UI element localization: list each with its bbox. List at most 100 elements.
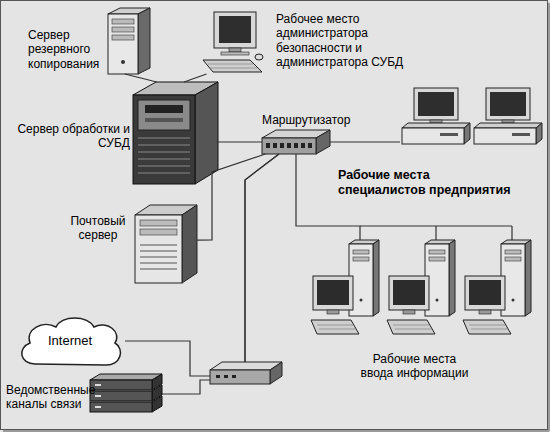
label-box: Почтовый сервер bbox=[66, 214, 130, 243]
network-link bbox=[330, 141, 400, 142]
server-grille bbox=[140, 263, 177, 264]
lan-bus bbox=[360, 226, 512, 240]
drive-bay bbox=[140, 220, 177, 226]
drive-bay bbox=[112, 35, 134, 40]
rack-side bbox=[152, 396, 162, 412]
internet-cloud: Internet bbox=[15, 312, 125, 370]
router-port bbox=[294, 143, 298, 148]
network-link bbox=[125, 74, 157, 82]
rack-light bbox=[95, 406, 101, 408]
node-label: Рабочие места специалистов предприятия bbox=[338, 168, 518, 198]
server-grille bbox=[138, 166, 190, 167]
backup-server-icon bbox=[108, 8, 150, 74]
dbms-server: Сервер обработки и СУБД bbox=[133, 82, 218, 184]
label-box: Internet bbox=[15, 312, 125, 370]
server-grille bbox=[138, 152, 190, 153]
network-link bbox=[162, 154, 279, 394]
label-box: Рабочее место администратора безопасност… bbox=[276, 12, 421, 70]
label-box: Рабочие места специалистов предприятия bbox=[338, 168, 518, 198]
mail-server: Почтовый сервер bbox=[135, 205, 197, 283]
monitor-base bbox=[221, 52, 249, 55]
drive-slot bbox=[145, 118, 183, 122]
node-label: Почтовый сервер bbox=[66, 214, 130, 243]
power-button bbox=[121, 60, 125, 64]
mouse bbox=[255, 54, 263, 60]
server-panel bbox=[138, 100, 190, 130]
drive-bay bbox=[112, 19, 134, 24]
monitor-screen bbox=[219, 16, 251, 43]
channel-rack-icon bbox=[90, 374, 162, 412]
rack-top bbox=[90, 374, 162, 380]
network-link bbox=[218, 141, 262, 142]
server-side bbox=[182, 205, 197, 283]
server-grille bbox=[140, 269, 177, 270]
bus-drop bbox=[435, 226, 436, 240]
label-box: Сервер обработки и СУБД bbox=[12, 122, 130, 151]
specialist-workstations: Рабочие места специалистов предприятия bbox=[400, 88, 542, 148]
router-front bbox=[262, 138, 316, 154]
cloud-shape bbox=[22, 318, 121, 365]
node-label: Рабочие места ввода информации bbox=[357, 352, 472, 381]
server-grille bbox=[138, 138, 190, 139]
label-box: Маршрутизатор bbox=[262, 113, 372, 127]
modem-side bbox=[270, 362, 282, 384]
server-front bbox=[135, 215, 182, 283]
input-workstation-icon bbox=[463, 240, 531, 334]
node-label: Сервер резервного копирования bbox=[28, 28, 106, 71]
frame-shadow bbox=[548, 3, 550, 431]
server-grille bbox=[140, 257, 177, 258]
router: Маршрутизатор bbox=[262, 130, 330, 154]
rack-light bbox=[95, 395, 101, 397]
server-front bbox=[133, 95, 195, 184]
node-label: Рабочее место администратора безопасност… bbox=[276, 12, 421, 70]
server-grille bbox=[138, 145, 190, 146]
departmental-channels: Ведомственные каналы связи bbox=[90, 374, 162, 414]
server-grille bbox=[138, 159, 190, 160]
server-grille bbox=[138, 173, 190, 174]
router-port bbox=[280, 143, 284, 148]
router-icon bbox=[262, 130, 330, 154]
specialist-workstation-icon bbox=[402, 88, 470, 144]
keyboard-keys bbox=[208, 64, 253, 65]
modem-icon bbox=[210, 362, 282, 384]
server-display bbox=[145, 105, 183, 113]
server-grille bbox=[140, 245, 177, 246]
server-side bbox=[195, 82, 218, 184]
frame-shadow bbox=[3, 430, 549, 432]
modem-light bbox=[224, 375, 228, 378]
node-label: Internet bbox=[48, 333, 92, 349]
server-side bbox=[138, 8, 150, 74]
modem-light bbox=[216, 375, 220, 378]
input-workstation-icon bbox=[311, 240, 379, 334]
monitor bbox=[214, 12, 256, 48]
node-label: Ведомственные каналы связи bbox=[6, 383, 90, 412]
drive-bay bbox=[112, 27, 134, 32]
backup-server: Сервер резервного копирования bbox=[108, 8, 150, 74]
server-grille bbox=[140, 251, 177, 252]
rack-unit bbox=[90, 380, 152, 390]
dbms-server-icon bbox=[133, 82, 218, 184]
label-box: Сервер резервного копирования bbox=[28, 28, 106, 71]
node-label: Сервер обработки и СУБД bbox=[12, 122, 130, 151]
network-link bbox=[184, 74, 207, 82]
keyboard bbox=[203, 60, 262, 72]
network-link bbox=[197, 154, 265, 240]
mail-server-icon bbox=[135, 205, 197, 283]
bus-drop bbox=[511, 226, 512, 240]
node-label: Маршрутизатор bbox=[262, 113, 372, 127]
router-port bbox=[266, 143, 270, 148]
router-port bbox=[301, 143, 305, 148]
router-port bbox=[308, 143, 312, 148]
label-box: Рабочие места ввода информации bbox=[357, 352, 472, 381]
server-front bbox=[108, 14, 138, 74]
rack-light bbox=[95, 384, 101, 386]
label-box: Ведомственные каналы связи bbox=[6, 383, 90, 412]
admin-workstation: Рабочее место администратора безопасност… bbox=[200, 12, 265, 74]
input-workstations: Рабочие места ввода информации bbox=[305, 240, 537, 338]
keyboard-keys bbox=[210, 68, 257, 69]
network-link bbox=[125, 154, 279, 376]
modem-front bbox=[210, 370, 270, 384]
